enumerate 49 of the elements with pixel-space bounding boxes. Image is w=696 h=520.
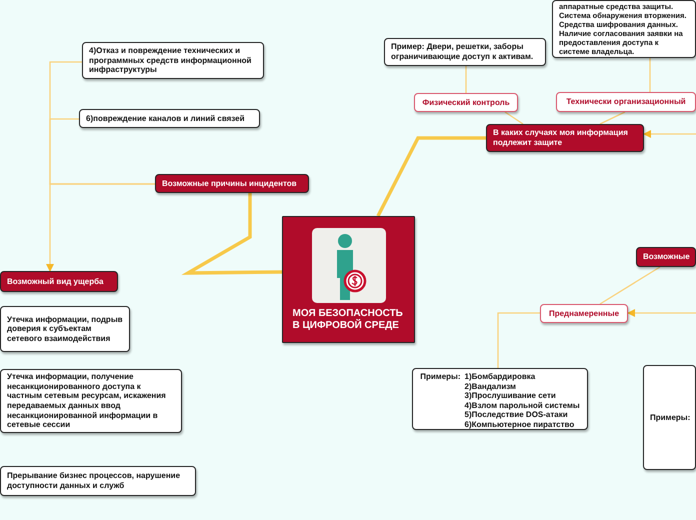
branch-line [497, 312, 540, 368]
topic-box [636, 247, 696, 267]
note-box [0, 306, 130, 352]
topic-text: Примеры: [650, 412, 690, 422]
note-box [79, 109, 260, 128]
topic-text: 4)Отказ и повреждение технических и программных средств информационной инфраструктуры [89, 46, 252, 75]
topic-text: Физический контроль [422, 98, 510, 108]
subtopic-box [414, 93, 518, 112]
note-box [0, 466, 196, 496]
subtopic-box [556, 92, 696, 112]
note-box [384, 38, 546, 66]
branch-line [465, 66, 467, 93]
list-item: 6)Компьютерное пиратство [464, 420, 576, 430]
list-item: 1)Бомбардировка [464, 372, 536, 382]
arrow [46, 183, 155, 272]
topic-text: В каких случаях моя информация подлежит защите [493, 128, 629, 148]
topic-text: Утечка информации, получение несанкционированного доступа к частным сетевым ресурсам, искажения передаваемых данных ввод несанкционированной информации в сетевые сессии [7, 372, 167, 430]
list-item: 2)Вандализм [464, 382, 517, 392]
topic-box [486, 124, 644, 152]
topic-text: Возможные причины инцидентов [162, 178, 297, 188]
topic-text: МОЯ БЕЗОПАСНОСТЬ В ЦИФРОВОЙ СРЕДЕ [292, 308, 404, 332]
topic-text: Возможный вид ущерба [7, 276, 104, 286]
note-box [643, 365, 696, 470]
topic-text: Пример: Двери, решетки, заборы ограничивающие доступ к активам. [391, 42, 534, 62]
topic-text: Утечка информации, подрыв доверия к субъектам сетевого взаимодействия [7, 314, 123, 344]
thick-branch-line [181, 193, 282, 275]
note-box [552, 0, 696, 58]
list-item: 5)Последствие DOS-атаки [464, 410, 569, 420]
topic-text: Прерывание бизнес процессов, нарушение доступности данных и служб [7, 471, 182, 491]
topic-text: Возможные [643, 252, 690, 262]
branch-line [600, 266, 660, 305]
topic-text: 6)повреждение каналов и линий связей [86, 114, 245, 124]
arrow [627, 309, 696, 317]
central-topic-box [282, 216, 415, 343]
branch-line [649, 58, 651, 92]
note-box [412, 368, 588, 430]
arrow [643, 130, 696, 138]
topic-box [0, 271, 118, 292]
topic-box [155, 174, 309, 193]
topic-text: Преднамеренные [548, 308, 620, 318]
subtopic-box [540, 304, 628, 323]
thick-branch-line [376, 136, 486, 217]
list-item: 4)Взлом парольной системы [464, 400, 580, 410]
topic-text: Технически организационный [566, 97, 686, 107]
note-box [82, 42, 264, 79]
branch-line [504, 111, 524, 125]
list-heading: Примеры: [420, 372, 461, 382]
list-item: 3)Прослушивание сети [464, 391, 557, 401]
note-box [0, 369, 182, 433]
